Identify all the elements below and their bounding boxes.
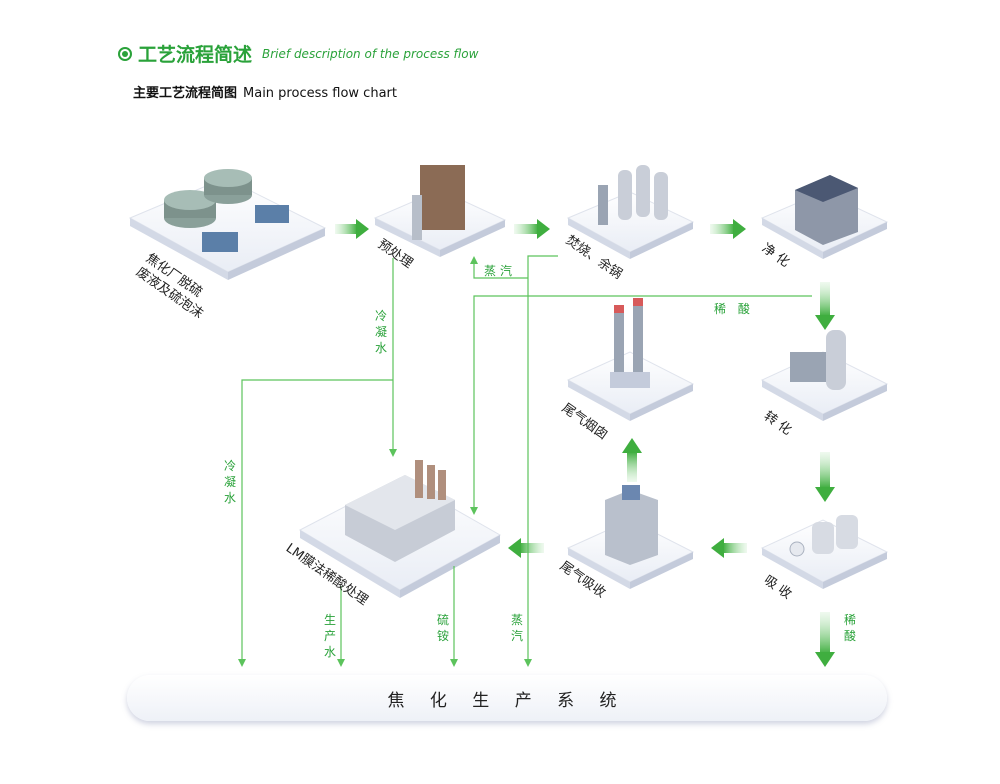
arrow-conv-to-absorb xyxy=(815,452,835,502)
title-en: Brief description of the process flow xyxy=(262,46,479,61)
platform-absorption xyxy=(760,515,889,589)
flow-label-ammonium-sulfate: 硫铵 xyxy=(436,613,449,643)
section-title: 工艺流程简述 Brief description of the process … xyxy=(118,40,478,67)
arrow-desulf-to-pretreat xyxy=(335,219,369,239)
flow-label-dilute-acid-down: 稀酸 xyxy=(843,613,856,643)
platform-incineration xyxy=(566,165,695,259)
platform-purification xyxy=(760,175,889,259)
arrow-tail-to-chimney xyxy=(622,438,642,482)
flow-label-steam-top: 蒸汽 xyxy=(484,264,517,278)
thin-flow-lines xyxy=(241,255,812,662)
arrow-acid-to-system xyxy=(815,612,835,667)
condensate-line-2 xyxy=(241,379,393,662)
platform-chimney xyxy=(566,298,695,421)
flow-label-steam-bottom: 蒸汽 xyxy=(510,613,523,643)
platform-membrane xyxy=(298,460,502,598)
platform-tail-gas xyxy=(566,485,695,589)
arrow-purif-to-conv xyxy=(815,282,835,330)
steam-line xyxy=(527,255,558,662)
flow-label-condensate-2: 冷凝水 xyxy=(223,459,236,505)
thin-arrowheads xyxy=(238,256,532,667)
coking-system-label: 焦 化 生 产 系 统 xyxy=(387,690,627,711)
arrow-tail-to-membrane xyxy=(508,538,544,558)
flow-label-condensate-1: 冷凝水 xyxy=(374,309,387,355)
coking-system-bar: 焦 化 生 产 系 统 xyxy=(127,675,887,721)
flow-label-dilute-acid: 稀 酸 xyxy=(714,302,754,316)
dilute-acid-line xyxy=(473,295,812,510)
platform-conversion xyxy=(760,330,889,421)
steam-branch-line xyxy=(473,258,528,279)
arrow-incin-to-purif xyxy=(710,219,746,239)
subtitle-zh: 主要工艺流程简图 xyxy=(133,86,238,101)
platform-desulfurization xyxy=(128,169,327,280)
bullet-icon xyxy=(118,46,132,61)
title-zh: 工艺流程简述 xyxy=(138,44,253,66)
flow-label-product-water: 生产水 xyxy=(323,613,336,659)
platform-pretreatment xyxy=(373,165,507,257)
arrow-absorb-to-tail xyxy=(711,538,747,558)
subtitle-en: Main process flow chart xyxy=(243,86,397,101)
chart-subtitle: 主要工艺流程简图 Main process flow chart xyxy=(133,82,397,101)
arrow-pretreat-to-incin xyxy=(514,219,550,239)
